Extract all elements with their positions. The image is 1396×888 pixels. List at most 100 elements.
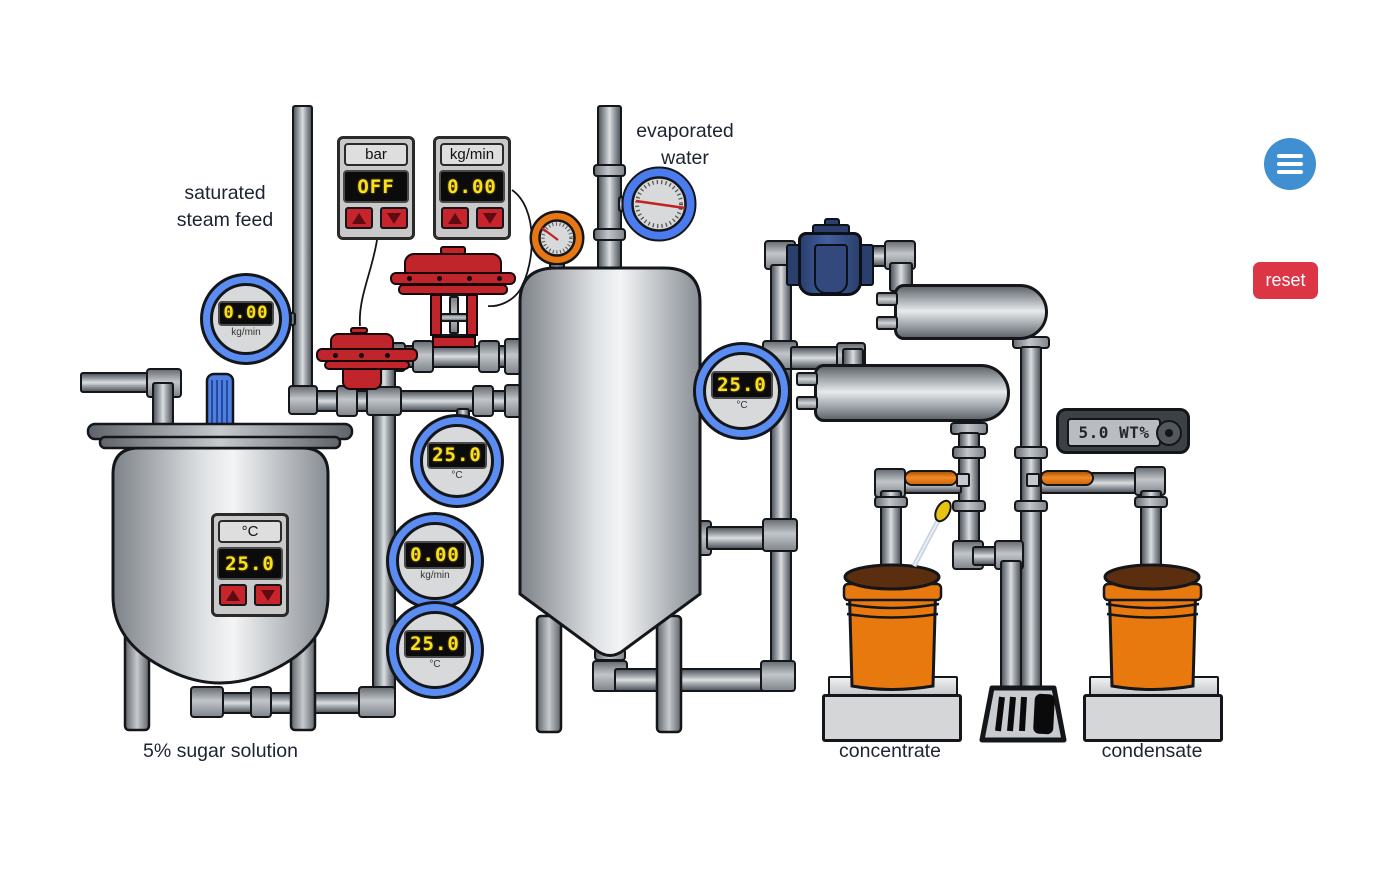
condenser-lower: [814, 364, 1010, 422]
pipe-elbow: [288, 385, 318, 415]
up-arrow-icon: [225, 589, 240, 601]
evaporator-temp-gauge: 25.0 °C: [703, 352, 781, 430]
up-arrow-icon: [351, 212, 366, 224]
reset-button[interactable]: reset: [1253, 262, 1318, 299]
panel-unit: kg/min: [440, 143, 504, 166]
down-arrow-icon: [482, 212, 497, 224]
valve-base: [432, 336, 476, 348]
pipe-flange: [593, 164, 626, 177]
valve-yoke-column: [430, 294, 442, 336]
steam-trap-inner: [814, 244, 848, 294]
pipe-coupling: [478, 340, 500, 373]
concentrate-bucket: [842, 563, 943, 691]
feed-temperature-panel: °C 25.0: [211, 513, 289, 617]
condensate-bucket: [1102, 563, 1203, 691]
pipe-elbow: [760, 660, 796, 692]
pipe-coupling: [472, 385, 494, 417]
gauge-stub: [456, 408, 470, 424]
gauge-display: 25.0: [427, 441, 487, 469]
concentrate-valve-handle[interactable]: [904, 470, 958, 486]
signal-wire: [358, 239, 378, 327]
bolt: [467, 276, 472, 281]
condensate-valve-handle[interactable]: [1040, 470, 1094, 486]
feed-temp-gauge-upper: 25.0 °C: [420, 424, 494, 498]
bolt: [359, 353, 364, 358]
gauge-unit: kg/min: [231, 326, 261, 338]
gauge-unit: °C: [451, 469, 463, 481]
increase-button[interactable]: [218, 584, 247, 606]
decrease-button[interactable]: [379, 207, 408, 229]
gauge-display: 0.00: [218, 300, 274, 326]
gauge-display: 0.00: [404, 541, 466, 569]
panel-display: 25.0: [217, 547, 283, 580]
hamburger-icon: [1277, 154, 1303, 158]
steam-pressure-panel: bar OFF: [337, 136, 415, 240]
condenser-upper: [894, 284, 1048, 340]
feed-tank-label: 5% sugar solution: [142, 740, 298, 762]
condenser-nozzle: [796, 396, 818, 410]
pipe-elbow: [358, 686, 396, 718]
bolt: [437, 276, 442, 281]
valve-yoke-column: [466, 294, 478, 336]
panel-unit: °C: [218, 520, 282, 543]
gauge-stub: [282, 312, 296, 326]
gauge-unit: °C: [736, 400, 748, 411]
bolt: [385, 353, 390, 358]
panel-unit: bar: [344, 143, 408, 166]
gauge-unit: kg/min: [420, 570, 450, 581]
bolt: [497, 276, 502, 281]
condensate-label: condensate: [1101, 740, 1203, 762]
steam-flow-panel: kg/min 0.00: [433, 136, 511, 240]
valve-nut: [1026, 473, 1040, 487]
pipe-flange: [874, 496, 908, 508]
concentrate-scale: [822, 694, 962, 742]
pipe-segment: [614, 668, 766, 692]
condenser-nozzle: [876, 292, 898, 306]
pipe-flange: [1134, 496, 1168, 508]
concentration-meter: 5.0 WT%: [1056, 408, 1190, 454]
condenser-nozzle: [876, 316, 898, 330]
pipette: [911, 499, 952, 568]
steam-flow-gauge: 0.00 kg/min: [210, 283, 282, 355]
valve-base: [342, 368, 382, 390]
pipe-tee: [366, 386, 402, 416]
pipe-flange: [593, 228, 626, 241]
pipe-elbow: [190, 686, 224, 718]
hamburger-menu-button[interactable]: [1264, 138, 1316, 190]
meter-knob-icon: [1156, 420, 1182, 446]
down-arrow-icon: [386, 212, 401, 224]
decrease-button[interactable]: [475, 207, 504, 229]
pipe-coupling: [1014, 500, 1048, 512]
pressure-gauge-orange: [529, 210, 585, 266]
feed-flow-gauge: 0.00 kg/min: [396, 522, 474, 600]
hamburger-icon: [1277, 170, 1303, 174]
down-arrow-icon: [260, 589, 275, 601]
pipe-coupling: [250, 686, 272, 718]
gauge-unit: °C: [429, 659, 441, 670]
gauge-display: 25.0: [404, 630, 466, 658]
pipe-coupling: [952, 446, 986, 459]
floor-drain: [979, 685, 1067, 743]
increase-button[interactable]: [440, 207, 469, 229]
pipe-segment: [597, 105, 622, 273]
concentration-display: 5.0 WT%: [1067, 418, 1161, 447]
decrease-button[interactable]: [253, 584, 282, 606]
condensate-scale: [1083, 694, 1223, 742]
stirrer-ribs: [211, 380, 228, 424]
pressure-gauge-blue: [621, 166, 697, 242]
bolt: [407, 276, 412, 281]
feed-temp-gauge-lower: 25.0 °C: [396, 611, 474, 689]
increase-button[interactable]: [344, 207, 373, 229]
pipe-coupling: [1014, 446, 1048, 459]
condenser-nozzle: [796, 372, 818, 386]
pipe-coupling: [952, 500, 986, 512]
evaporator-vessel: [518, 266, 702, 657]
tank-lid: [98, 435, 342, 450]
hamburger-icon: [1277, 162, 1303, 166]
